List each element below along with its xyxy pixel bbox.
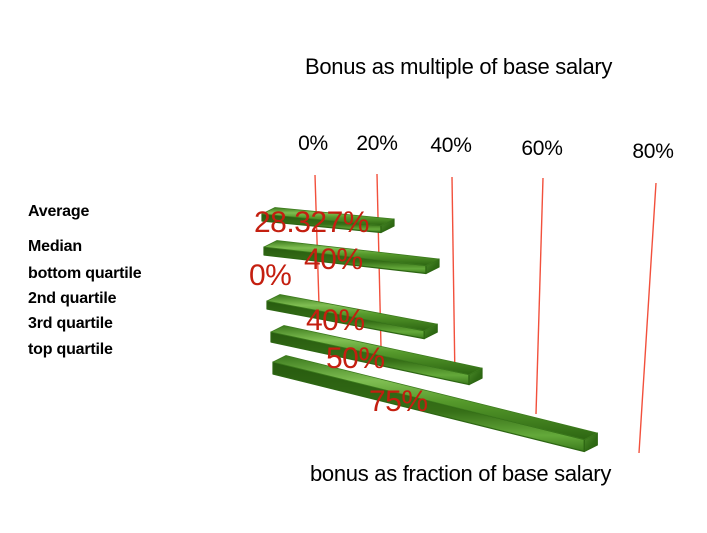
category-label-bottom-quartile: bottom quartile: [28, 265, 142, 282]
gridline-0%: [314, 174, 320, 306]
gridline-60%: [535, 177, 544, 415]
category-label-2nd-quartile: 2nd quartile: [28, 290, 117, 307]
gridline-80%: [638, 182, 657, 454]
chart-title: Bonus as multiple of base salary: [305, 54, 613, 79]
gridline-40%: [451, 176, 456, 382]
bars: [261, 207, 598, 453]
bar-top-quartile: [272, 355, 598, 453]
bar-average: [261, 207, 395, 234]
value-label-2nd-quartile: 40%: [306, 304, 365, 337]
bar-2nd-quartile: [266, 294, 438, 340]
x-tick-40%: 40%: [430, 134, 472, 157]
value-label-median: 40%: [304, 243, 363, 276]
gridlines: [314, 173, 657, 454]
category-label-median: Median: [28, 238, 82, 255]
category-label-average: Average: [28, 203, 90, 220]
category-label-top-quartile: top quartile: [28, 341, 113, 358]
bar-3rd-quartile: [270, 325, 483, 386]
bar-median: [263, 240, 440, 275]
value-label-3rd-quartile: 50%: [326, 342, 385, 375]
x-tick-80%: 80%: [632, 140, 674, 163]
value-label-bottom-quartile: 0%: [249, 259, 292, 292]
value-label-average: 28.327%: [254, 206, 369, 239]
category-label-3rd-quartile: 3rd quartile: [28, 315, 113, 332]
value-label-top-quartile: 75%: [369, 385, 428, 418]
x-axis-label: bonus as fraction of base salary: [310, 461, 612, 486]
x-tick-60%: 60%: [521, 137, 563, 160]
x-tick-20%: 20%: [356, 132, 398, 155]
x-tick-0%: 0%: [298, 132, 328, 155]
